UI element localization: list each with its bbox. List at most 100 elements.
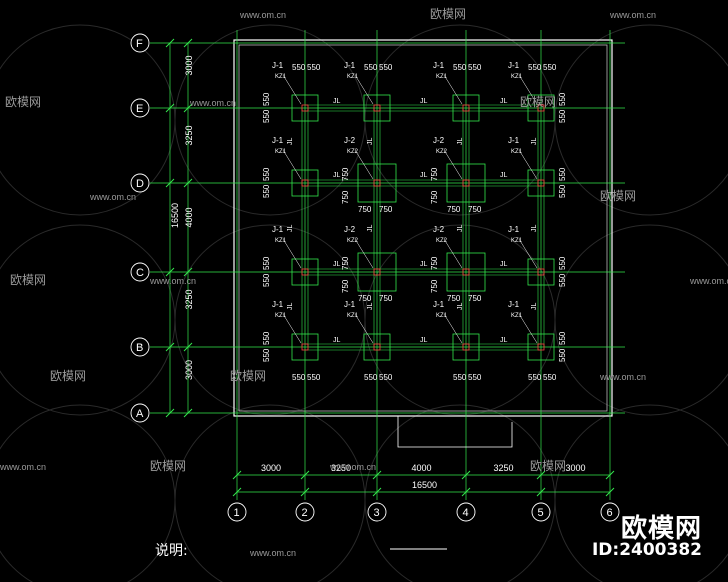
dim-label-bottom: 3000 xyxy=(566,463,586,473)
axis-bubble-label: 3 xyxy=(374,507,380,519)
leader-line xyxy=(518,149,538,180)
footing-dim-label: 550 xyxy=(558,109,567,123)
column-id-label: KZ2 xyxy=(347,149,359,155)
footing-dim-label: 550 xyxy=(528,63,542,72)
beam-label: JL xyxy=(420,98,428,105)
footing-dim-label: 550 xyxy=(262,167,271,181)
footing-dim-label: 550 xyxy=(528,373,542,382)
column-section xyxy=(462,104,470,112)
column-section xyxy=(373,104,381,112)
footing-dim-label: 550 xyxy=(558,348,567,362)
footing-dim-label: 550 xyxy=(262,273,271,287)
watermark-url: www.om.cn xyxy=(239,10,286,20)
axis-bubble-row xyxy=(130,173,150,193)
column-id-label: KZ1 xyxy=(347,74,359,80)
watermark-arc xyxy=(174,224,366,416)
dim-tick xyxy=(183,178,193,188)
leader-line xyxy=(443,313,463,344)
column-id-label: KZ1 xyxy=(275,238,287,244)
footing-dim-label: 550 xyxy=(379,63,393,72)
axis-bubble-label: A xyxy=(136,408,144,420)
watermark-id: ID:2400382 xyxy=(591,540,702,560)
column-id-label: KZ1 xyxy=(511,74,523,80)
column-section xyxy=(537,268,545,276)
axis-bubble-row xyxy=(130,33,150,53)
outer-boundary-frame xyxy=(233,39,613,417)
column-id-label: KZ2 xyxy=(347,238,359,244)
watermark-brand-small: 欧模网 xyxy=(50,369,86,383)
beam-label: JL xyxy=(367,138,374,146)
footing-dim-label: 750 xyxy=(341,256,350,270)
beam-label: JL xyxy=(367,303,374,311)
watermark-arc xyxy=(364,404,556,582)
axis-bubble-row xyxy=(130,337,150,357)
axis-bubble-row xyxy=(130,403,150,423)
dim-tick xyxy=(232,470,242,480)
leader-line xyxy=(282,149,302,180)
section-leader-line xyxy=(397,416,513,448)
axis-bubble-col xyxy=(531,502,551,522)
footing-dim-label: 750 xyxy=(468,294,482,303)
leader-line xyxy=(443,238,463,269)
axis-bubble-label: F xyxy=(136,38,143,50)
beam-label: JL xyxy=(457,138,464,146)
beam-label: JL xyxy=(420,337,428,344)
footing-id-label: J-1 xyxy=(508,61,520,70)
footing-dim-label: 750 xyxy=(430,167,439,181)
axis-bubble-row xyxy=(130,98,150,118)
watermark-brand-small: 欧模网 xyxy=(10,273,46,287)
footing-dim-label: 550 xyxy=(558,331,567,345)
column-section xyxy=(301,268,309,276)
watermark-arc xyxy=(0,404,176,582)
dim-tick xyxy=(536,470,546,480)
footing-dim-label: 750 xyxy=(447,294,461,303)
leader-line xyxy=(518,313,538,344)
footing-pad xyxy=(363,333,391,361)
axis-bubble-label: 6 xyxy=(607,507,613,519)
watermark-arc xyxy=(364,224,556,416)
footing-dim-label: 550 xyxy=(453,63,467,72)
axis-bubble-label: 2 xyxy=(302,507,308,519)
beam-label: JL xyxy=(531,303,538,311)
beam-label: JL xyxy=(287,138,294,146)
footing-dim-label: 750 xyxy=(430,256,439,270)
footing-id-label: J-1 xyxy=(344,61,356,70)
footing-pad xyxy=(291,258,319,286)
footing-pad xyxy=(527,94,555,122)
beam-label: JL xyxy=(500,337,508,344)
footing-dim-label: 550 xyxy=(262,184,271,198)
footing-id-label: J-2 xyxy=(433,136,445,145)
footing-id-label: J-2 xyxy=(344,225,356,234)
footing-id-label: J-1 xyxy=(508,136,520,145)
leader-line xyxy=(354,313,374,344)
beam-label: JL xyxy=(531,138,538,146)
watermark-url: www.om.cn xyxy=(689,276,728,286)
footing-id-label: J-1 xyxy=(433,61,445,70)
watermark-url: www.om.cn xyxy=(89,192,136,202)
beam-label: JL xyxy=(333,337,341,344)
column-section xyxy=(373,268,381,276)
beam-label: JL xyxy=(457,303,464,311)
watermark-arc xyxy=(554,224,728,416)
dim-tick xyxy=(183,103,193,113)
footing-pad xyxy=(363,94,391,122)
footing-dim-label: 550 xyxy=(558,273,567,287)
axis-bubble-col xyxy=(600,502,620,522)
watermark-arc xyxy=(364,24,556,216)
leader-line xyxy=(354,74,374,105)
beam-label: JL xyxy=(457,225,464,233)
dim-label-bottom: 3250 xyxy=(331,463,351,473)
column-section xyxy=(462,343,470,351)
dim-tick xyxy=(372,470,382,480)
column-section xyxy=(537,104,545,112)
watermark-brand-small: 欧模网 xyxy=(230,369,266,383)
dim-tick xyxy=(183,38,193,48)
dim-tick xyxy=(165,408,175,418)
beam-label: JL xyxy=(333,98,341,105)
footing-dim-label: 550 xyxy=(364,373,378,382)
footing-dim-label: 550 xyxy=(379,373,393,382)
footing-dim-label: 750 xyxy=(379,294,393,303)
